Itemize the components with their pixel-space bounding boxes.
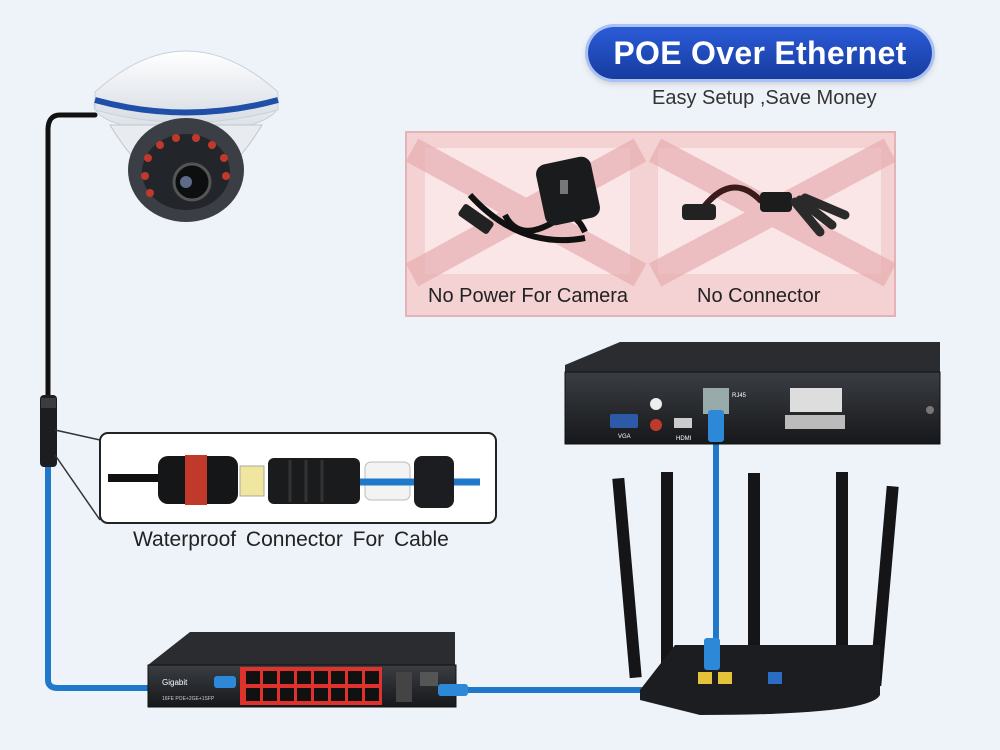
switch-brand-label: Gigabit: [162, 678, 188, 687]
poe-switch-icon: Gigabit 16FE POE+2GE+1SFP: [147, 632, 468, 708]
nvr-hdmi-label: HDMI: [676, 436, 692, 442]
no-items-panel: [405, 131, 897, 317]
camera-cable: [45, 112, 98, 403]
page-title: POE Over Ethernet: [588, 27, 932, 79]
switch-model-label: 16FE POE+2GE+1SFP: [162, 696, 215, 702]
nvr-vga-label: VGA: [618, 434, 631, 440]
waterproof-connector-panel: [54, 429, 497, 524]
waterproof-connector-caption: Waterproof Connector For Cable: [133, 528, 449, 551]
cross-marks: [405, 138, 897, 287]
no-connector-label: No Connector: [697, 285, 821, 307]
nvr-plug: [708, 410, 724, 442]
nvr-rj45-label: RJ45: [732, 393, 747, 399]
no-power-label: No Power For Camera: [428, 285, 629, 307]
nvr-icon: VGA HDMI RJ45: [564, 342, 941, 445]
waterproof-connector-icon: [108, 455, 480, 508]
power-adapter-icon: [458, 156, 600, 244]
tagline: Easy Setup ,Save Money: [652, 87, 877, 109]
camera-cable-connector: [40, 395, 57, 467]
camera-blue-cable: [45, 462, 223, 691]
dome-camera-icon: [93, 50, 279, 222]
splitter-cable-icon: [682, 184, 850, 237]
router-icon: [612, 472, 899, 715]
